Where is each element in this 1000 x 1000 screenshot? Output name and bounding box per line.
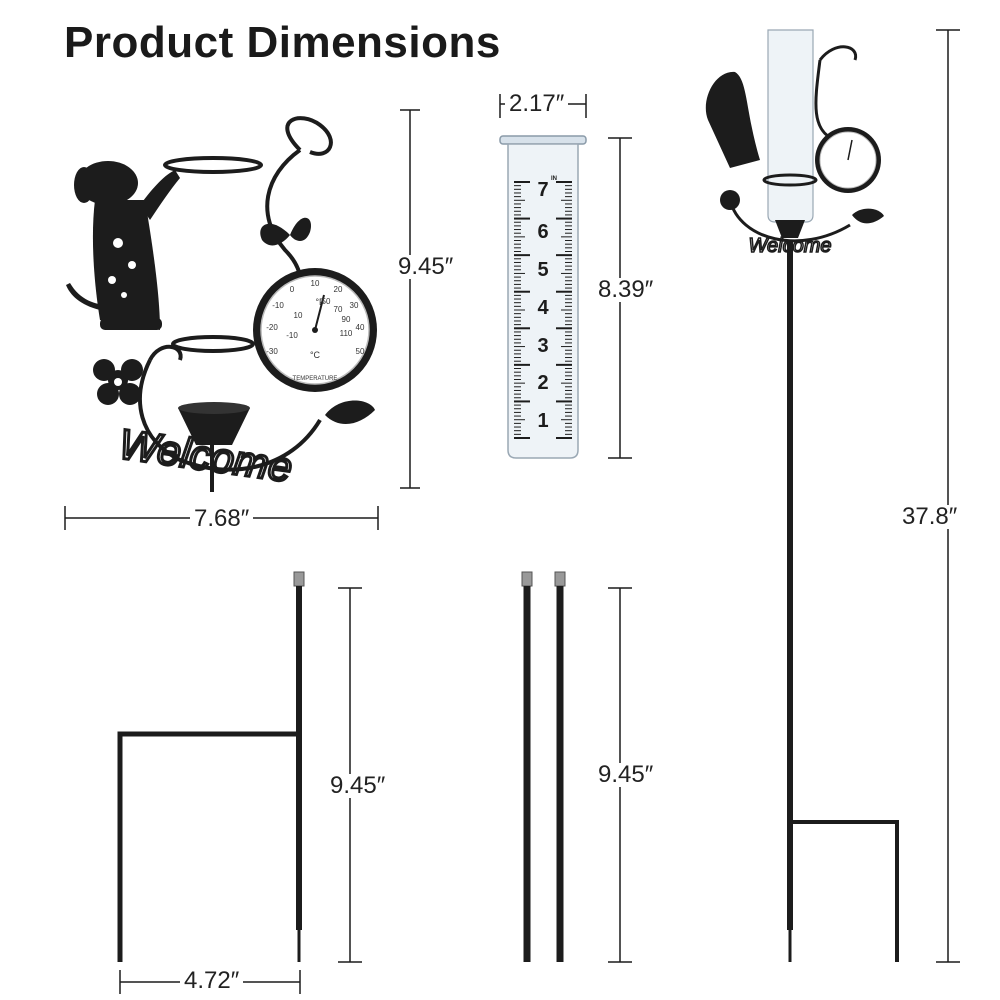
tube-diameter-label: 2.17″ [505,92,569,116]
unit-f-label: °F [315,297,325,307]
c-scale-label: 50 [322,297,331,306]
rain-gauge-tube [499,135,587,459]
total-height-label: 37.8″ [898,505,962,529]
head-width-label: 7.68″ [190,507,254,531]
base-stake-width-label: 4.72″ [180,969,244,993]
head-height-label: 9.45″ [394,255,458,279]
gauge-scale-label: 3 [537,335,548,357]
c-scale-label: 70 [334,305,343,314]
f-scale-label: -10 [272,301,284,310]
gauge-scale-label: 4 [537,297,549,319]
extension-rods [521,571,566,962]
gauge-unit-label: IN [551,176,557,182]
base-stake-height-label: 9.45″ [326,774,390,798]
gauge-ticks [514,181,572,439]
page-title: Product Dimensions [64,18,501,67]
f-scale-label: 10 [311,279,320,288]
thermometer [253,268,377,392]
c-scale-label: 10 [294,311,303,320]
flower-icon [93,359,143,405]
gauge-scale-label: 1 [537,410,548,432]
gauge-scale-label: 6 [537,221,548,243]
funnel-cup [178,408,250,445]
f-scale-label: -20 [266,323,278,332]
f-scale-label: 30 [350,301,359,310]
c-scale-label: 90 [342,315,351,324]
f-scale-label: 40 [356,323,365,332]
base-stake [117,571,305,962]
f-scale-label: 20 [334,285,343,294]
assembled-rain-gauge: Welcome [705,29,899,962]
dog-silhouette-icon [66,161,180,330]
c-scale-label: -10 [286,331,298,340]
thermometer-label: TEMPERATURE [293,376,338,382]
gauge-scale-label: 2 [537,372,548,394]
gauge-scale-label: 5 [537,259,548,281]
butterfly-icon [260,217,311,246]
f-scale-label: 0 [290,285,295,294]
decorative-head [138,116,333,492]
leaf-icon [325,400,375,425]
c-scale-label: 110 [340,329,353,338]
f-scale-label: 50 [356,347,365,356]
gauge-scale-label: 7 [537,179,548,201]
f-scale-label: -30 [266,347,278,356]
tube-height-label: 8.39″ [594,278,658,302]
unit-c-label: °C [310,350,321,360]
extension-rod-height-label: 9.45″ [594,763,658,787]
